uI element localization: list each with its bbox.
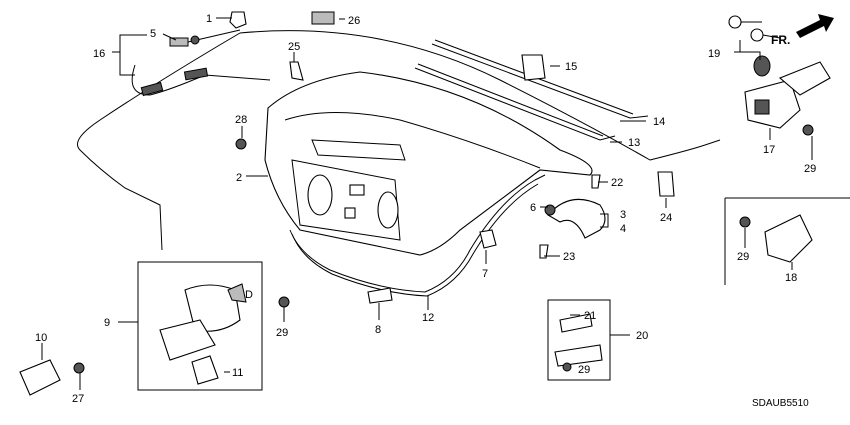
clip-8 [367,287,393,304]
label-24: 24 [660,212,672,224]
label-18: 18 [785,272,797,284]
bracket-box [547,299,611,381]
label-7: 7 [482,268,488,280]
label-17: 17 [763,144,775,156]
cable-holder [289,61,304,81]
grommet [235,138,247,150]
bracket-set [554,313,603,372]
label-26: 26 [348,15,360,27]
trunk-bumper [479,229,497,249]
label-16: 16 [93,48,105,60]
label-3: 3 [620,209,626,221]
label-8: 8 [375,324,381,336]
label-22: 22 [611,177,623,189]
bolt-29 [802,124,814,136]
label-29-latch: 29 [276,327,288,339]
label-13: 13 [628,137,640,149]
label-9: 9 [104,317,110,329]
label-15: 15 [565,61,577,73]
trunk-lid [264,71,593,256]
label-29-bracket: 29 [578,364,590,376]
part-24 [657,171,675,197]
label-29-striker: 29 [737,251,749,263]
bracket [521,54,546,81]
svg-text:D: D [245,289,253,301]
trunk-opener-cable [77,30,706,251]
label-23: 23 [563,251,575,263]
label-4: 4 [620,223,626,235]
part-number-labels: 1 26 5 16 25 28 2 15 14 13 22 6 3 4 24 7… [35,13,816,409]
label-14: 14 [653,116,665,128]
cable-assembly [131,29,271,97]
diagram-code: SDAUB5510 [752,398,809,409]
front-direction-arrow [796,14,834,38]
label-21: 21 [584,310,596,322]
clip [229,11,247,29]
label-20: 20 [636,330,648,342]
label-6: 6 [530,202,536,214]
label-2: 2 [236,172,242,184]
label-12: 12 [422,312,434,324]
label-19: 19 [708,48,720,60]
leader-lines [41,17,813,390]
trunk-lock-cylinder [728,15,831,129]
label-29-lock: 29 [804,163,816,175]
pad [311,11,335,25]
label-28: 28 [235,114,247,126]
label-27: 27 [72,393,84,405]
trunk-weatherstrip [289,174,546,293]
latch-box [137,261,263,391]
label-11: 11 [232,367,243,379]
label-5: 5 [150,28,156,40]
latch-plate [19,359,61,396]
direction-label: FR. [771,33,790,47]
latch-striker [739,214,813,263]
inset-frame [724,197,850,285]
trunk-latch: D [159,283,253,385]
trunk-hinge [547,198,606,239]
label-10: 10 [35,332,47,344]
label-1: 1 [206,13,212,25]
label-25: 25 [288,41,300,53]
